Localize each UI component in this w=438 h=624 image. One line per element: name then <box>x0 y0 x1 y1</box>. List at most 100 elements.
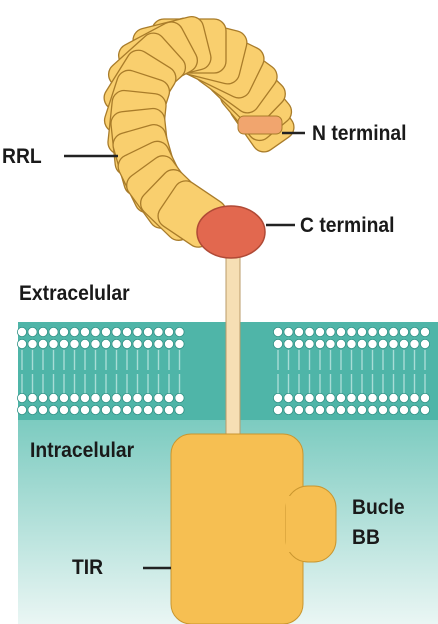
lipid-head <box>357 327 366 336</box>
lipid-head <box>28 405 37 414</box>
lipid-head <box>112 393 121 402</box>
lipid-head <box>368 327 377 336</box>
lipid-head <box>368 393 377 402</box>
lipid-head <box>101 393 110 402</box>
lipid-head <box>326 405 335 414</box>
lipid-head <box>143 339 152 348</box>
lipid-head <box>80 339 89 348</box>
lipid-head <box>399 327 408 336</box>
lipid-head <box>164 405 173 414</box>
lipid-head <box>389 339 398 348</box>
lipid-head <box>305 393 314 402</box>
lipid-head <box>17 327 26 336</box>
lipid-head <box>154 393 163 402</box>
lipid-head <box>305 405 314 414</box>
lipid-head <box>59 393 68 402</box>
lipid-head <box>59 339 68 348</box>
lipid-head <box>315 393 324 402</box>
lipid-head <box>133 327 142 336</box>
lipid-head <box>164 393 173 402</box>
lipid-head <box>17 339 26 348</box>
lipid-head <box>59 405 68 414</box>
lipid-head <box>378 339 387 348</box>
lipid-head <box>378 393 387 402</box>
label-intracelular: Intracelular <box>30 440 134 461</box>
lipid-head <box>112 339 121 348</box>
lipid-head <box>315 327 324 336</box>
lipid-head <box>70 339 79 348</box>
lipid-head <box>175 327 184 336</box>
lipid-head <box>357 393 366 402</box>
lipid-head <box>326 393 335 402</box>
lipid-head <box>164 339 173 348</box>
lipid-head <box>284 327 293 336</box>
label-bb: BB <box>352 527 380 548</box>
lipid-head <box>17 393 26 402</box>
lipid-head <box>122 405 131 414</box>
lipid-head <box>347 405 356 414</box>
lipid-head <box>347 339 356 348</box>
lipid-head <box>143 405 152 414</box>
lipid-head <box>143 393 152 402</box>
label-bucle: Bucle <box>352 497 405 518</box>
lipid-head <box>38 327 47 336</box>
lipid-head <box>420 339 429 348</box>
lipid-head <box>70 405 79 414</box>
lipid-head <box>315 339 324 348</box>
lipid-head <box>101 339 110 348</box>
lipid-head <box>101 327 110 336</box>
lipid-head <box>336 327 345 336</box>
lipid-head <box>420 327 429 336</box>
lipid-head <box>389 405 398 414</box>
lipid-head <box>389 327 398 336</box>
lipid-head <box>410 405 419 414</box>
label-n-terminal: N terminal <box>312 123 406 144</box>
lipid-head <box>294 327 303 336</box>
lipid-head <box>49 339 58 348</box>
lipid-head <box>336 339 345 348</box>
lipid-head <box>70 393 79 402</box>
bb-loop-join <box>286 496 308 552</box>
label-rrl: RRL <box>2 146 42 167</box>
tir-domain <box>171 434 303 624</box>
lipid-head <box>112 327 121 336</box>
lipid-head <box>175 405 184 414</box>
lipid-head <box>326 327 335 336</box>
lipid-head <box>122 393 131 402</box>
lipid-head <box>38 405 47 414</box>
lipid-head <box>91 393 100 402</box>
lipid-head <box>399 393 408 402</box>
lipid-head <box>175 393 184 402</box>
lipid-head <box>273 393 282 402</box>
label-tir: TIR <box>72 557 103 578</box>
lipid-head <box>284 405 293 414</box>
lipid-head <box>420 393 429 402</box>
lipid-head <box>284 393 293 402</box>
lipid-head <box>91 327 100 336</box>
lipid-head <box>294 393 303 402</box>
lipid-head <box>410 393 419 402</box>
transmembrane-stalk <box>226 246 240 464</box>
label-extracelular: Extracelular <box>19 283 130 304</box>
lipid-head <box>164 327 173 336</box>
lipid-head <box>80 327 89 336</box>
lipid-head <box>315 405 324 414</box>
lipid-head <box>399 405 408 414</box>
lipid-head <box>378 327 387 336</box>
lipid-head <box>59 327 68 336</box>
lipid-head <box>368 405 377 414</box>
lipid-head <box>154 339 163 348</box>
lipid-head <box>154 327 163 336</box>
lipid-head <box>122 327 131 336</box>
lipid-head <box>28 339 37 348</box>
lipid-head <box>38 393 47 402</box>
lipid-head <box>305 327 314 336</box>
lipid-head <box>399 339 408 348</box>
lipid-head <box>410 327 419 336</box>
lipid-head <box>49 405 58 414</box>
lipid-head <box>112 405 121 414</box>
lipid-head <box>133 393 142 402</box>
lipid-head <box>368 339 377 348</box>
lipid-head <box>133 405 142 414</box>
